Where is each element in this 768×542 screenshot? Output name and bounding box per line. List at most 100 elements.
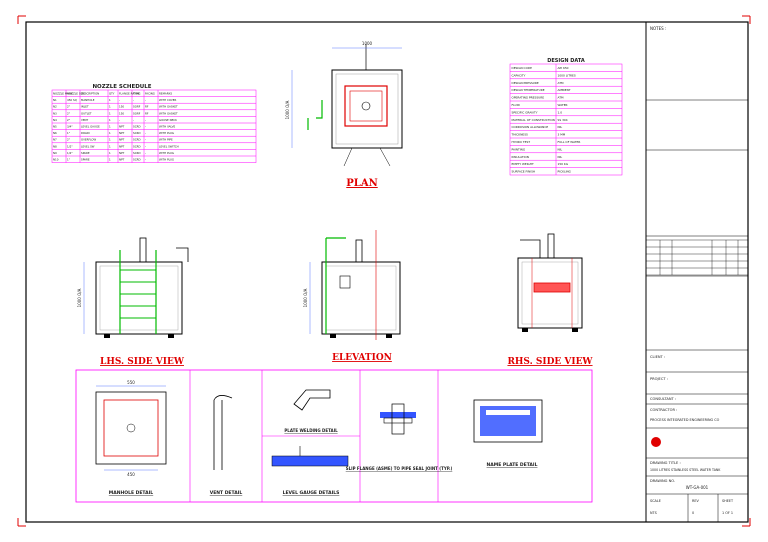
nozzle-header-cell: NOZZLE MARK — [53, 92, 73, 96]
contractor-label: CONTRACTOR : — [650, 408, 677, 412]
nozzle-cell: N5 — [53, 125, 57, 129]
elevation-view: 1000 O/A ELEVATION — [303, 230, 401, 363]
lhs-title: LHS. SIDE VIEW — [100, 357, 185, 367]
lhs-height-dim: 1000 O/A — [77, 288, 82, 307]
nozzle-header-cell: FACING — [145, 92, 155, 96]
nozzle-cell: N1 — [53, 98, 57, 102]
nozzle-cell: - — [133, 118, 134, 122]
design-label: HYDRO TEST — [512, 140, 531, 144]
lhs-side-view: 1000 O/A LHS. SIDE VIEW — [77, 237, 189, 367]
design-label: DESIGN PRESSURE — [512, 81, 539, 85]
nozzle-cell: N7 — [53, 138, 57, 142]
plate-welding-title: PLATE WELDING DETAIL — [284, 428, 338, 433]
nozzle-header-cell: TYPE — [132, 92, 140, 96]
nozzle-cell: N2 — [53, 105, 57, 109]
nozzle-cell: OUTLET — [81, 111, 92, 115]
design-value: API 650 — [558, 66, 569, 70]
consultant-label: CONSULTANT : — [650, 397, 676, 401]
company-logo-icon — [651, 437, 661, 447]
rhs-title: RHS. SIDE VIEW — [507, 357, 593, 367]
nozzle-cell: NPT — [119, 151, 125, 155]
nozzle-cell: DRAIN — [81, 131, 89, 135]
manhole-outer-dim: 550 — [127, 380, 135, 385]
name-plate-title: NAME PLATE DETAIL — [487, 462, 538, 468]
nozzle-cell: SCRD — [133, 138, 141, 142]
nozzle-cell: WITH PLUG — [159, 151, 174, 155]
design-label: DESIGN TEMPERATURE — [512, 88, 545, 92]
nozzle-cell: - — [145, 144, 146, 148]
drawing-title-label: DRAWING TITLE : — [650, 461, 681, 465]
flange-title: SLIP FLANGE (ASME) TO PIPE SEAL JOINT (T… — [346, 466, 453, 471]
nozzle-cell: 2" — [67, 105, 70, 109]
nozzle-cell: RF — [145, 105, 149, 109]
nozzle-cell: SCRD — [133, 125, 141, 129]
nozzle-cell: OVERFLOW — [81, 138, 97, 142]
design-label: EMPTY WEIGHT — [512, 162, 534, 166]
sheet-value: 1 OF 1 — [722, 511, 733, 515]
nozzle-cell: 1 — [109, 111, 111, 115]
design-label: THICKNESS — [511, 133, 529, 137]
nozzle-cell: 1 — [109, 105, 111, 109]
title-block: NOTES : CLIENT : PROJECT : CONSULTANT : … — [646, 26, 748, 522]
nozzle-cell: 2" — [67, 118, 70, 122]
client-label: CLIENT : — [650, 355, 665, 359]
nozzle-cell: N8 — [53, 144, 57, 148]
nozzle-cell: WITH PLUG — [159, 158, 174, 162]
design-value: 1.0 — [558, 110, 563, 114]
rev-value: 0 — [692, 511, 694, 515]
plan-width-dim: 1000 — [362, 41, 373, 46]
nozzle-cell: N4 — [53, 118, 57, 122]
design-label: PAINTING — [512, 147, 526, 151]
nozzle-cell: 1 — [109, 131, 111, 135]
nozzle-cell: 1 — [109, 125, 111, 129]
nozzle-cell: VENT — [81, 118, 89, 122]
nozzle-cell: - — [145, 118, 146, 122]
design-value: 1000 LITRES — [558, 73, 576, 77]
nozzle-cell: 1 — [109, 144, 111, 148]
nozzle-cell: SPARE — [81, 158, 90, 162]
nozzle-cell: NPT — [119, 131, 125, 135]
design-value: ATM — [558, 81, 565, 85]
design-value: NIL — [558, 155, 563, 159]
design-data-title: DESIGN DATA — [547, 58, 585, 64]
nozzle-header-cell: REMARKS — [159, 92, 172, 96]
nozzle-cell: 2" — [67, 111, 70, 115]
nozzle-cell: - — [145, 151, 146, 155]
nozzle-header-cell: NOZZLE SIZE — [67, 92, 85, 96]
rev-label: REV — [692, 499, 699, 503]
nozzle-cell: 1" — [67, 158, 70, 162]
nozzle-cell: N3 — [53, 111, 57, 115]
nozzle-cell: 1 — [109, 138, 111, 142]
nozzle-cell: 1" — [67, 131, 70, 135]
nozzle-cell: 150 — [119, 105, 124, 109]
nozzle-cell: WITH GASKET — [159, 105, 178, 109]
nozzle-schedule-title: NOZZLE SCHEDULE — [92, 84, 151, 90]
design-label: SPECIFIC GRAVITY — [512, 110, 538, 114]
design-value: 3 MM — [558, 133, 566, 137]
nozzle-cell: - — [145, 125, 146, 129]
nozzle-cell: - — [133, 98, 134, 102]
design-value: 150 KG — [558, 162, 569, 166]
nozzle-cell: RF — [145, 111, 149, 115]
elevation-title: ELEVATION — [332, 353, 392, 363]
plan-title: PLAN — [346, 178, 377, 189]
nozzle-cell: MANHOLE — [81, 98, 95, 102]
nozzle-header-cell: DESCRIPTION — [81, 92, 99, 96]
nozzle-cell: WITH PIPE — [159, 138, 173, 142]
design-value: WATER — [558, 103, 568, 107]
manhole-inner-dim: 450 — [127, 472, 135, 477]
notes-label: NOTES : — [650, 26, 666, 31]
scale-label: SCALE — [650, 499, 661, 503]
scale-value: NTS — [650, 511, 657, 515]
design-label: CAPACITY — [512, 73, 526, 77]
nozzle-cell: - — [145, 98, 146, 102]
design-value: PICKLING — [558, 170, 571, 174]
nozzle-cell: 150 — [119, 111, 124, 115]
nozzle-cell: 1 — [109, 118, 111, 122]
details-panel: 550 450 MANHOLE DETAIL VENT DETAIL PLATE… — [75, 369, 593, 503]
crop-marks — [17, 15, 751, 527]
nozzle-cell: WITH GASKET — [159, 111, 178, 115]
nozzle-cell: - — [145, 131, 146, 135]
